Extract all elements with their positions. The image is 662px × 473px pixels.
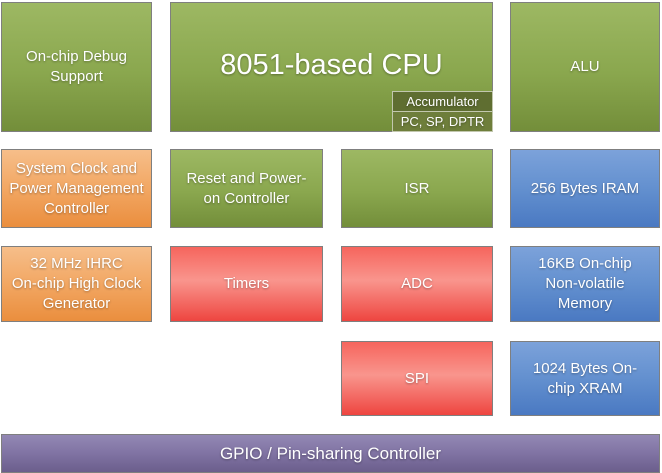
block-label: On-chip Debug Support xyxy=(26,48,127,85)
block-label: System Clock and Power Management Contro… xyxy=(9,159,144,217)
block-accumulator: Accumulator xyxy=(392,91,493,112)
block-label: ISR xyxy=(404,179,430,197)
block-pc-sp-dptr-registers: PC, SP, DPTR xyxy=(392,111,493,132)
block-label: Timers xyxy=(223,275,270,292)
block-reset-power-on-controller: Reset and Power- on Controller xyxy=(170,149,323,228)
block-label: GPIO / Pin-sharing Controller xyxy=(219,443,442,463)
block-32mhz-ihrc-clock-generator: 32 MHz IHRC On-chip High Clock Generator xyxy=(1,246,152,322)
block-isr: ISR xyxy=(341,149,493,228)
block-label: 32 MHz IHRC On-chip High Clock Generator xyxy=(11,255,142,312)
block-16kb-nonvolatile-memory: 16KB On-chip Non-volatile Memory xyxy=(510,246,660,322)
block-alu: ALU xyxy=(510,2,660,132)
block-label: ADC xyxy=(401,275,433,292)
block-gpio-pin-sharing-controller: GPIO / Pin-sharing Controller xyxy=(1,434,660,473)
block-256-bytes-iram: 256 Bytes IRAM xyxy=(510,149,660,228)
block-label: PC, SP, DPTR xyxy=(400,114,485,129)
block-spi: SPI xyxy=(341,341,493,416)
block-label: ALU xyxy=(570,58,600,75)
block-system-clock-power-mgmt: System Clock and Power Management Contro… xyxy=(1,149,152,228)
block-adc: ADC xyxy=(341,246,493,322)
block-label: Reset and Power- on Controller xyxy=(186,169,307,207)
block-1024-bytes-xram: 1024 Bytes On- chip XRAM xyxy=(510,341,660,416)
block-label: 256 Bytes IRAM xyxy=(530,179,640,197)
block-label: 16KB On-chip Non-volatile Memory xyxy=(538,255,632,312)
block-label: 1024 Bytes On- chip XRAM xyxy=(532,359,638,397)
block-timers: Timers xyxy=(170,246,323,322)
block-onchip-debug-support: On-chip Debug Support xyxy=(1,2,152,132)
block-label: Accumulator xyxy=(406,94,479,109)
block-8051-cpu: 8051-based CPU Accumulator PC, SP, DPTR xyxy=(170,2,493,132)
block-label: SPI xyxy=(404,369,430,387)
cpu-title: 8051-based CPU xyxy=(220,49,443,81)
